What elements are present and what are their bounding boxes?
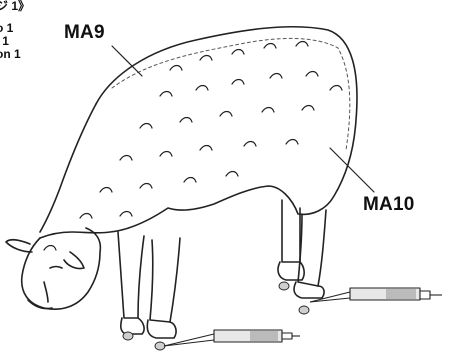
sheep-neck [40,104,96,232]
label-ma9: MA9 [64,22,105,44]
sheep-eye [50,267,62,269]
front-leg-right [150,238,180,322]
hind-leg-left [282,200,300,262]
ma9-leader-line [112,46,142,76]
dashed-reference-line [112,38,350,150]
syringe-icon-upper [310,288,442,302]
wool-texture [44,42,342,251]
front-hoof-left [121,318,144,334]
sheep-body-outline [40,27,357,238]
sheep-ear [6,240,32,252]
sheep-head [22,228,101,309]
label-ma10: MA10 [363,194,414,216]
ma10-leader-line [330,148,374,192]
sheep-face-line [44,282,48,302]
syringe-icon [164,330,300,346]
hind-leg-right [298,210,326,286]
front-leg-left [118,232,144,318]
front-hoof-right [147,320,176,338]
sheep-ear-right [64,252,84,269]
